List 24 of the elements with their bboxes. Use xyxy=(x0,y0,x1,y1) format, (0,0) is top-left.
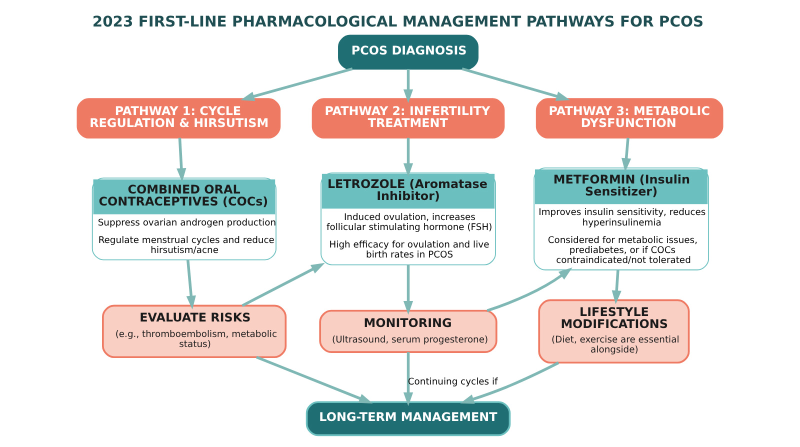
node-box: LONG-TERM MANAGEMENT xyxy=(306,401,511,436)
diagram-title: 2023 FIRST-LINE PHARMACOLOGICAL MANAGEMENT PATHWAYS FOR PCOS xyxy=(92,13,704,30)
arrow xyxy=(186,260,196,310)
arrow xyxy=(403,138,414,178)
node-box: MONITORING (Ultrasound, serum progesterone) xyxy=(319,310,498,353)
node-box: PATHWAY 2: INFERTILITY TREATMENT xyxy=(312,98,505,139)
node-box: PATHWAY 3: METABOLIC DYSFUNCTION xyxy=(536,98,724,139)
arrow xyxy=(242,262,325,307)
arrow xyxy=(240,67,353,102)
node-box: LIFESTYLE MODIFICATIONS (Diet, exercise are essential alongside) xyxy=(538,299,690,364)
node-box: PCOS DIAGNOSIS xyxy=(338,34,479,70)
arrow xyxy=(612,270,622,304)
node-box: EVALUATE RISKS (e.g., thromboembolism, metabolic status) xyxy=(102,304,287,358)
arrow xyxy=(256,356,373,404)
arrow xyxy=(403,352,414,406)
arrow xyxy=(403,69,414,104)
arrow xyxy=(622,138,632,172)
arrow xyxy=(403,264,414,315)
arrow xyxy=(486,267,572,312)
arrow xyxy=(462,67,570,101)
edge-label: Continuing cycles if xyxy=(408,376,498,388)
arrow xyxy=(460,362,560,404)
node-box: PATHWAY 1: CYCLE REGULATION & HIRSUTISM xyxy=(76,98,281,139)
arrow xyxy=(176,138,186,182)
